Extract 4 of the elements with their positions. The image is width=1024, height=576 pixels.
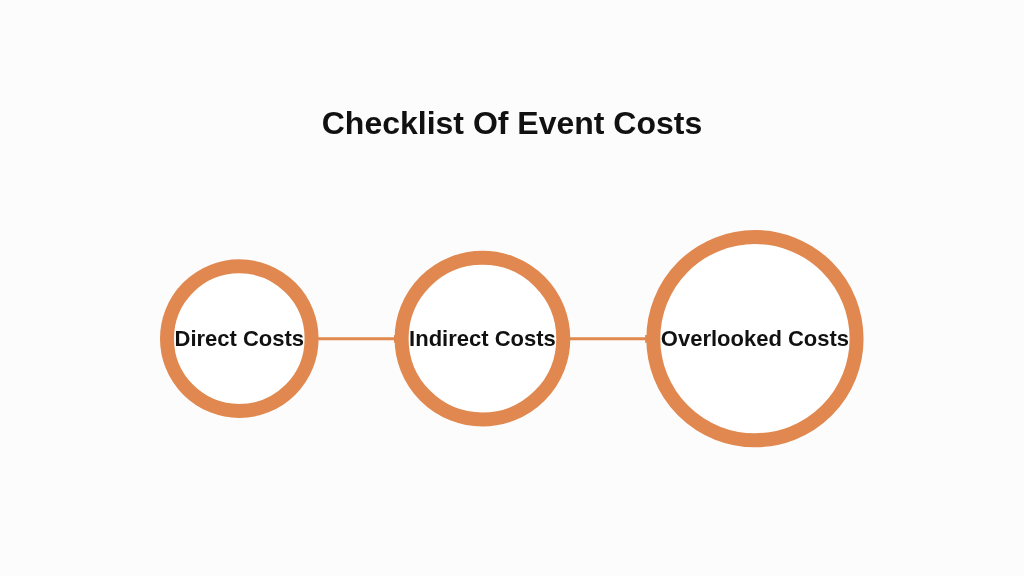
diagram-title: Checklist Of Event Costs [321, 105, 703, 142]
node-circle: Direct Costs [160, 259, 319, 419]
node-circle: Indirect Costs [394, 251, 571, 427]
node-circle: Overlooked Costs [646, 230, 864, 448]
